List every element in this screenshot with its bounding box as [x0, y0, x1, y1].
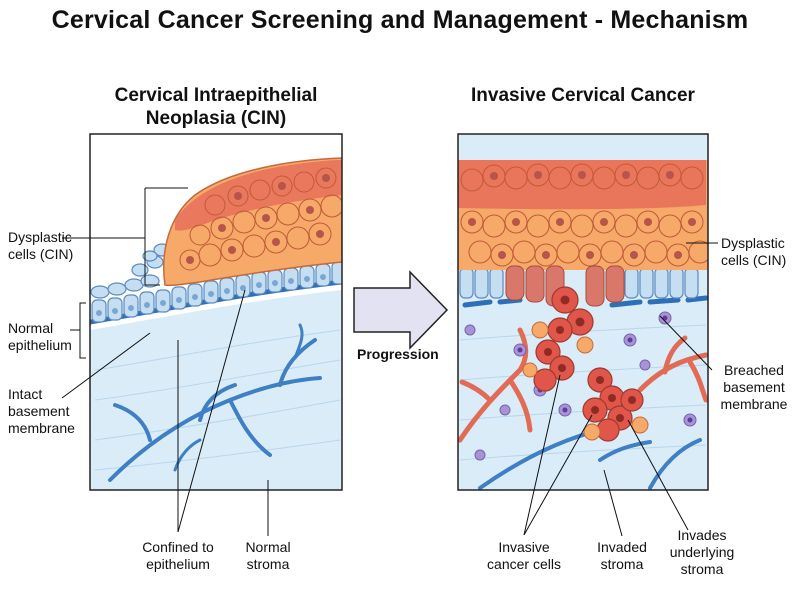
left-normal-nuclei [96, 274, 326, 316]
left-stroma [90, 290, 342, 490]
label-normal-epithelium-line2: epithelium [8, 337, 72, 353]
label-dysplastic-left: Dysplastic cells (CIN) [8, 229, 73, 263]
label-normal-epithelium: Normal epithelium [8, 320, 72, 354]
progression-label: Progression [357, 346, 439, 362]
right-dysplastic-top [458, 160, 706, 210]
right-dysplastic-cells [460, 163, 708, 267]
right-dysplastic-nuclei [468, 171, 696, 259]
label-dysplastic-right-line1: Dysplastic [721, 235, 785, 251]
invaded-leader [603, 469, 623, 537]
right-callouts [523, 242, 718, 537]
right-panel-frame [457, 133, 709, 491]
label-dysplastic-right: Dysplastic cells (CIN) [721, 235, 786, 269]
invasive-leader [523, 374, 593, 536]
label-normal-stroma: Normal stroma [228, 539, 308, 573]
left-panel [90, 134, 342, 490]
left-normal-epithelium [90, 243, 342, 323]
label-normal-epithelium-line1: Normal [8, 320, 54, 336]
label-invasive-line2: cancer cells [487, 556, 561, 572]
label-confined: Confined to epithelium [128, 539, 228, 573]
right-panel [458, 134, 708, 490]
label-intact-membrane: Intact basement membrane [8, 386, 75, 437]
label-intact-line2: basement [8, 403, 70, 419]
left-dysplastic-cells [179, 167, 342, 271]
right-basal-cells [459, 267, 699, 299]
label-intact-line3: membrane [8, 420, 75, 436]
label-dysplastic-left-line1: Dysplastic [8, 229, 72, 245]
left-dysplastic-top [175, 160, 342, 231]
label-invaded-line1: Invaded [597, 539, 647, 555]
right-invasive-halo [522, 321, 649, 441]
label-breached-line2: basement [723, 379, 785, 395]
invades-leader [627, 419, 689, 531]
right-invasive-nuclei [544, 295, 636, 422]
label-dysplastic-left-line2: cells (CIN) [8, 246, 74, 262]
label-normal-stroma-line2: stroma [246, 556, 290, 572]
left-panel-title-line2: Neoplasia (CIN) [145, 108, 287, 129]
label-invaded-line2: stroma [600, 556, 644, 572]
left-panel-title-line1: Cervical Intraepithelial [114, 85, 318, 106]
intact-membrane-leader [61, 332, 151, 399]
left-callouts [61, 187, 269, 536]
progression-arrow [353, 270, 449, 350]
right-panel-title: Invasive Cervical Cancer [471, 85, 695, 106]
normal-epi-bracket [70, 302, 86, 359]
label-confined-line2: epithelium [146, 556, 210, 572]
label-invaded-stroma: Invaded stroma [584, 539, 660, 573]
left-panel-frame [89, 133, 343, 491]
label-invades-line1: Invades [677, 527, 727, 543]
label-intact-line1: Intact [8, 386, 43, 402]
label-confined-line1: Confined to [142, 539, 214, 555]
left-dysplastic-nuclei [186, 174, 330, 264]
label-breached-membrane: Breached basement membrane [712, 362, 796, 413]
label-dysplastic-right-line2: cells (CIN) [721, 252, 787, 268]
label-invasive-line1: Invasive [498, 539, 550, 555]
left-blood-vessels [108, 323, 322, 482]
label-breached-line3: membrane [720, 396, 788, 412]
label-invades-stroma: Invades underlying stroma [660, 527, 744, 578]
dysplastic-left-leader [62, 187, 188, 286]
confined-leader [177, 289, 246, 533]
left-panel-title: Cervical Intraepithelial Neoplasia (CIN) [90, 84, 342, 130]
label-breached-line1: Breached [724, 362, 784, 378]
label-invades-line2: underlying [669, 544, 735, 560]
label-invades-line3: stroma [680, 561, 724, 577]
label-invasive-cells: Invasive cancer cells [474, 539, 574, 573]
label-normal-stroma-line1: Normal [245, 539, 291, 555]
page-title: Cervical Cancer Screening and Management… [51, 6, 749, 34]
breached-leader [659, 315, 713, 371]
